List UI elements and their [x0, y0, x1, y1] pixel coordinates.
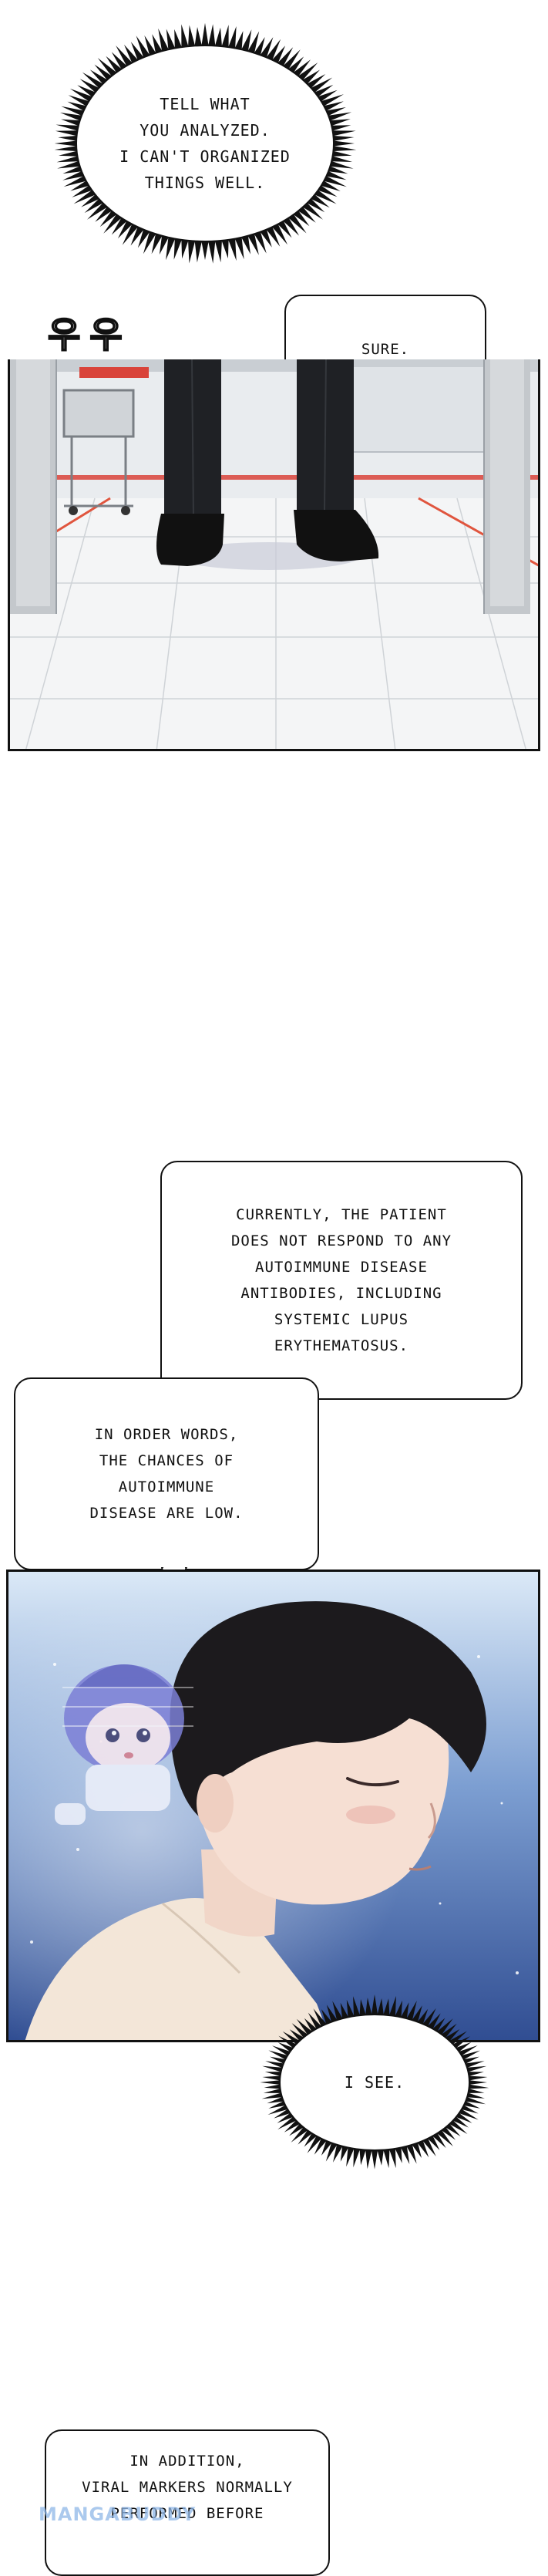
speech-bubble-currently: CURRENTLY, THE PATIENT DOES NOT RESPOND …	[160, 1161, 523, 1400]
bubble-text-sure: SURE.	[361, 341, 410, 358]
burst-center	[281, 2015, 469, 2149]
burst-outline	[260, 1994, 489, 2170]
panel-corridor-feet	[8, 359, 540, 751]
burst-outline	[54, 22, 357, 264]
speech-bubble-in-addition: IN ADDITION, VIRAL MARKERS NORMALLY PERF…	[45, 2429, 330, 2576]
burst-center	[77, 46, 333, 241]
sfx-footsteps: 우 우	[47, 313, 123, 356]
watermark: MANGABUDDY	[39, 2504, 197, 2525]
burst-bubble-i-see: I SEE.	[259, 1994, 490, 2171]
bubble-text-tell-what: TELL WHAT YOU ANALYZED. I CAN'T ORGANIZE…	[119, 95, 291, 192]
speech-bubble-in-order-words: IN ORDER WORDS, THE CHANCES OF AUTOIMMUN…	[14, 1377, 319, 1570]
corridor-illustration	[10, 359, 538, 749]
bubble-text-in-order-words: IN ORDER WORDS, THE CHANCES OF AUTOIMMUN…	[89, 1426, 244, 1522]
panel-doctor-closeup	[6, 1570, 540, 2042]
burst-bubble-tell-what: TELL WHAT YOU ANALYZED. I CAN'T ORGANIZE…	[52, 22, 358, 265]
bubble-text-currently: CURRENTLY, THE PATIENT DOES NOT RESPOND …	[230, 1206, 452, 1354]
bubble-text-i-see: I SEE.	[344, 2073, 405, 2092]
doctor-illustration	[8, 1572, 538, 2040]
bubble-text-in-addition: IN ADDITION, VIRAL MARKERS NORMALLY PERF…	[82, 2453, 293, 2522]
